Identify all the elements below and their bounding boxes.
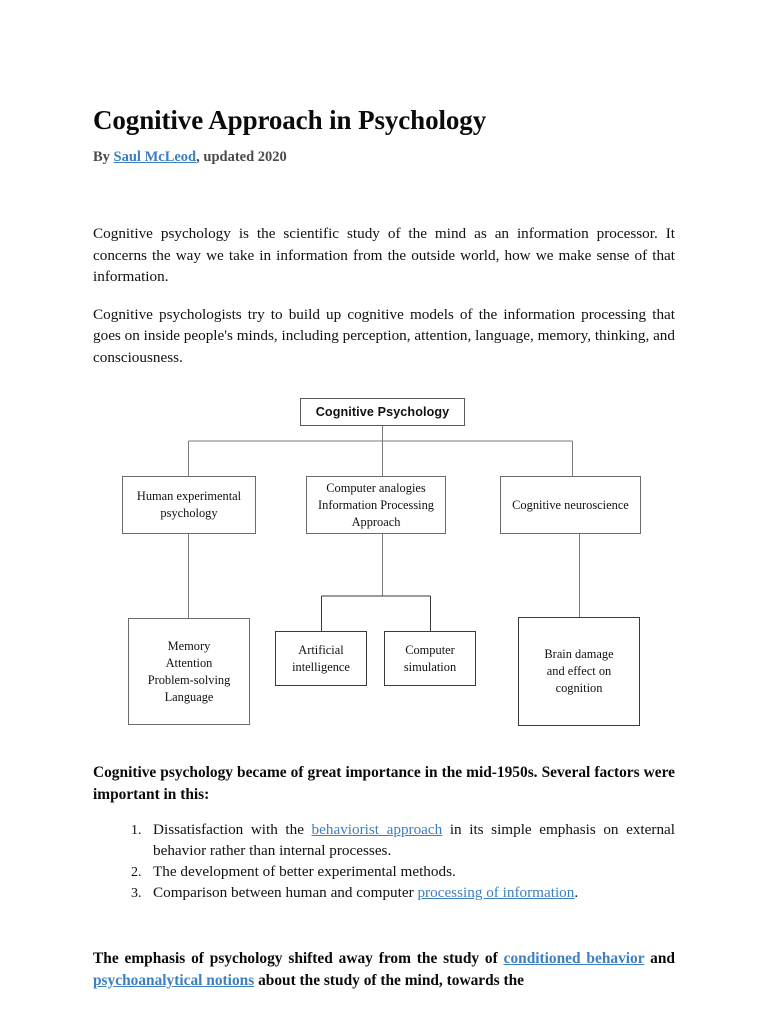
list-item-text-before: Dissatisfaction with the [153, 821, 312, 838]
node-line-2: intelligence [292, 659, 350, 674]
node-line-3: Problem-solving [147, 672, 231, 687]
closing-text-3: about the study of the mind, towards the [254, 971, 525, 989]
factors-list: Dissatisfaction with the behaviorist app… [93, 819, 675, 903]
diagram-node-computer-analogies-information-processing-approach: Computer analogies Information Processin… [306, 476, 446, 534]
list-item: Dissatisfaction with the behaviorist app… [145, 819, 675, 861]
importance-lead-paragraph: Cognitive psychology became of great imp… [93, 764, 675, 803]
byline: By Saul McLeod, updated 2020 [93, 147, 675, 167]
node-line-1: Artificial [298, 642, 344, 657]
closing-text-2: and [644, 950, 675, 967]
author-link[interactable]: Saul McLeod [113, 149, 197, 165]
conditioned-behavior-link[interactable]: conditioned behavior [503, 950, 645, 967]
node-line-1: Brain damage [544, 647, 614, 661]
node-line-2: simulation [403, 659, 457, 674]
node-text: Brain damage and effect on cognition [544, 646, 613, 697]
diagram-node-artificial-intelligence: Artificial intelligence [275, 631, 367, 686]
document-content: Cognitive Approach in Psychology By Saul… [93, 0, 675, 991]
list-item-text-before: Comparison between human and computer [153, 884, 418, 901]
intro-paragraph-1: Cognitive psychology is the scientific s… [93, 225, 675, 285]
diagram-node-human-experimental-psychology: Human experimental psychology [122, 476, 256, 534]
page-title: Cognitive Approach in Psychology [93, 105, 487, 135]
closing-text-1: The emphasis of psychology shifted away … [93, 950, 504, 967]
node-line-3: cognition [555, 681, 603, 695]
list-item-text-after: . [574, 884, 579, 901]
node-line-1: Human experimental [136, 489, 242, 503]
node-line-1: Cognitive neuroscience [512, 497, 629, 512]
diagram-connectors [187, 426, 581, 631]
list-item-text-before: The development of better experimental m… [153, 863, 456, 880]
node-line-2: and effect on [546, 664, 612, 678]
behaviorist-approach-link[interactable]: behaviorist approach [311, 821, 443, 838]
node-line-1: Computer [405, 642, 455, 657]
node-line-2: Attention [165, 655, 213, 670]
closing-paragraph: The emphasis of psychology shifted away … [93, 948, 675, 991]
processing-of-information-link[interactable]: processing of information [417, 884, 575, 901]
list-item-text-after: in its simple emphasis on external behav… [153, 821, 675, 859]
list-item: Comparison between human and computer pr… [145, 882, 675, 903]
node-line-2: psychology [160, 506, 218, 520]
diagram-node-cognitive-psychology: Cognitive Psychology [300, 398, 465, 426]
node-text: Computer simulation [404, 642, 456, 676]
diagram-node-memory-attention-problem-solving-language: Memory Attention Problem-solving Languag… [128, 618, 250, 725]
byline-suffix: , updated 2020 [196, 149, 287, 165]
psychoanalytical-notions-link[interactable]: psychoanalytical notions [93, 971, 255, 989]
node-line-4: Language [164, 689, 214, 704]
node-text: Artificial intelligence [292, 642, 350, 676]
byline-prefix: By [93, 149, 114, 165]
node-line-1: Computer analogies [326, 480, 426, 495]
node-text: Human experimental psychology [137, 488, 241, 522]
diagram-node-brain-damage-and-effect-on-cognition: Brain damage and effect on cognition [518, 617, 640, 726]
node-line-3: Approach [351, 514, 401, 529]
intro-paragraph-2: Cognitive psychologists try to build up … [93, 305, 675, 366]
cognitive-psychology-diagram: Cognitive Psychology Human experimental … [93, 392, 675, 740]
diagram-node-cognitive-neuroscience: Cognitive neuroscience [500, 476, 641, 534]
node-text: Memory Attention Problem-solving Languag… [148, 638, 231, 706]
diagram-node-computer-simulation: Computer simulation [384, 631, 476, 686]
node-line-2: Information Processing [318, 497, 434, 512]
node-text: Computer analogies Information Processin… [318, 480, 434, 531]
node-line-1: Memory [167, 638, 211, 653]
list-item: The development of better experimental m… [145, 861, 675, 882]
